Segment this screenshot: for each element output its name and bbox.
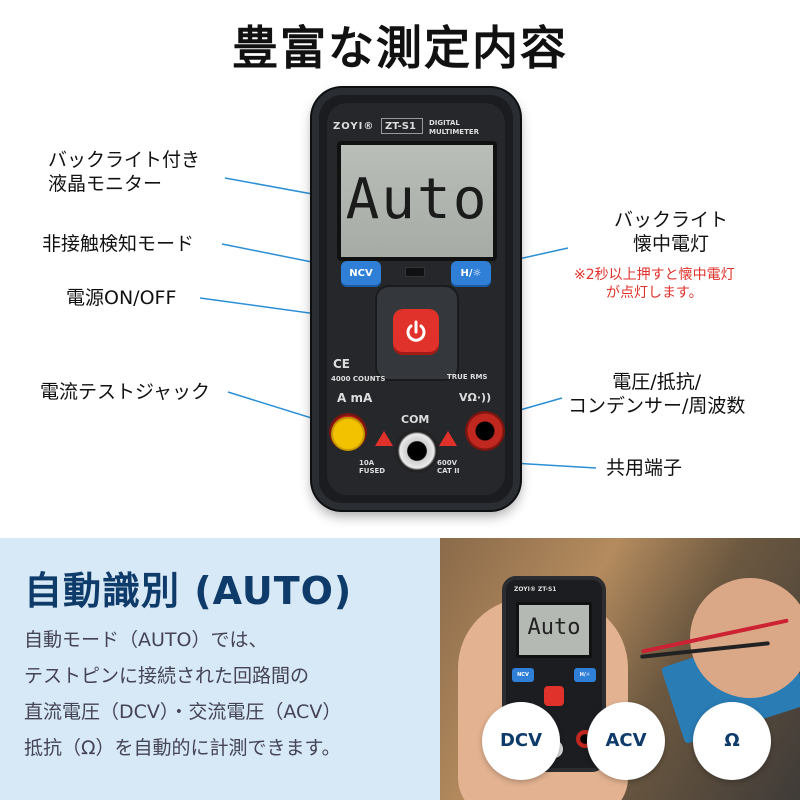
warning-sticker-icon — [331, 417, 365, 451]
vohm-label: VΩ·)) — [459, 391, 492, 404]
callout-line: コンデンサー/周波数 — [568, 395, 746, 417]
mini-brand: ZOYI® — [514, 586, 536, 593]
callout-flashlight: バックライト 懐中電灯 — [614, 208, 728, 256]
power-icon — [406, 320, 426, 342]
com-jack[interactable] — [395, 429, 439, 473]
description-line: 直流電圧（DCV）・交流電圧（ACV） — [24, 701, 342, 723]
page-title: 豊富な測定内容 — [232, 21, 568, 75]
warning-triangle-icon — [439, 431, 457, 446]
callout-common: 共用端子 — [606, 457, 683, 479]
mini-lcd-readout: Auto — [527, 615, 581, 640]
digital-label: DIGITAL — [429, 119, 460, 127]
callout-line: バックライト付き — [48, 149, 201, 171]
description-line: 抵抗（Ω）を自動的に計測できます。 — [24, 737, 341, 759]
mini-lcd: Auto — [516, 602, 592, 658]
ohm-badge: Ω — [693, 702, 771, 780]
true-rms-label: TRUE RMS — [447, 373, 488, 381]
description-line: 自動モード（AUTO）では、 — [24, 629, 268, 651]
mini-flashlight-button: H/☼ — [574, 668, 596, 682]
counts-label: 4000 COUNTS — [331, 375, 386, 383]
multimeter: ZOYI® ZT-S1 DIGITAL MULTIMETER Auto NCV … — [312, 88, 520, 510]
callout-voltage: 電圧/抵抗/ コンデンサー/周波数 — [568, 370, 745, 418]
fused-label: 10A FUSED — [359, 459, 386, 475]
voltage-jack[interactable] — [465, 411, 505, 451]
com-label: COM — [401, 413, 430, 426]
brand-label: ZOYI® — [333, 121, 375, 132]
callout-current-jack: 電流テストジャック — [40, 381, 211, 403]
ncv-button[interactable]: NCV — [341, 261, 381, 287]
warning-triangle-icon — [375, 431, 393, 446]
callout-power: 電源ON/OFF — [66, 287, 177, 309]
auto-mode-description: 自動モード（AUTO）では、 テストピンに接続された回路間の 直流電圧（DCV）… — [24, 622, 444, 766]
description-line: テストピンに接続された回路間の — [24, 665, 310, 687]
model-label: ZT-S1 — [385, 121, 416, 132]
flashlight-note: ※2秒以上押すと懐中電灯 が点灯します。 — [574, 266, 735, 302]
note-line: ※2秒以上押すと懐中電灯 — [574, 267, 735, 283]
lcd-readout: Auto — [345, 167, 489, 232]
indicator-led — [405, 267, 425, 277]
flashlight-button[interactable]: H/☼ — [451, 261, 491, 287]
note-line: が点灯します。 — [606, 285, 703, 301]
callout-line: 液晶モニター — [48, 173, 163, 195]
dcv-badge: DCV — [482, 702, 560, 780]
ama-label: A mA — [337, 391, 373, 405]
callout-backlight-lcd: バックライト付き 液晶モニター — [48, 148, 200, 196]
mini-model: ZT-S1 — [537, 586, 557, 593]
brand-row: ZOYI® ZT-S1 DIGITAL MULTIMETER — [333, 117, 503, 139]
lcd-screen: Auto — [337, 141, 497, 261]
multimeter-label: MULTIMETER — [429, 128, 480, 136]
power-button[interactable] — [393, 309, 439, 355]
callout-line: 電圧/抵抗/ — [612, 371, 702, 393]
callout-ncv-mode: 非接触検知モード — [42, 233, 195, 255]
model-box — [381, 118, 423, 134]
mini-brand-label: ZOYI® ZT-S1 — [514, 586, 556, 593]
mini-ncv-button: NCV — [512, 668, 534, 682]
callout-line: バックライト — [614, 209, 729, 231]
acv-badge: ACV — [587, 702, 665, 780]
callout-line: 懐中電灯 — [633, 233, 710, 255]
cat-label: 600V CAT II — [437, 459, 460, 475]
ce-mark: CE — [333, 357, 351, 371]
auto-mode-title: 自動識別 (AUTO) — [24, 569, 353, 613]
mini-power-button — [544, 686, 564, 706]
